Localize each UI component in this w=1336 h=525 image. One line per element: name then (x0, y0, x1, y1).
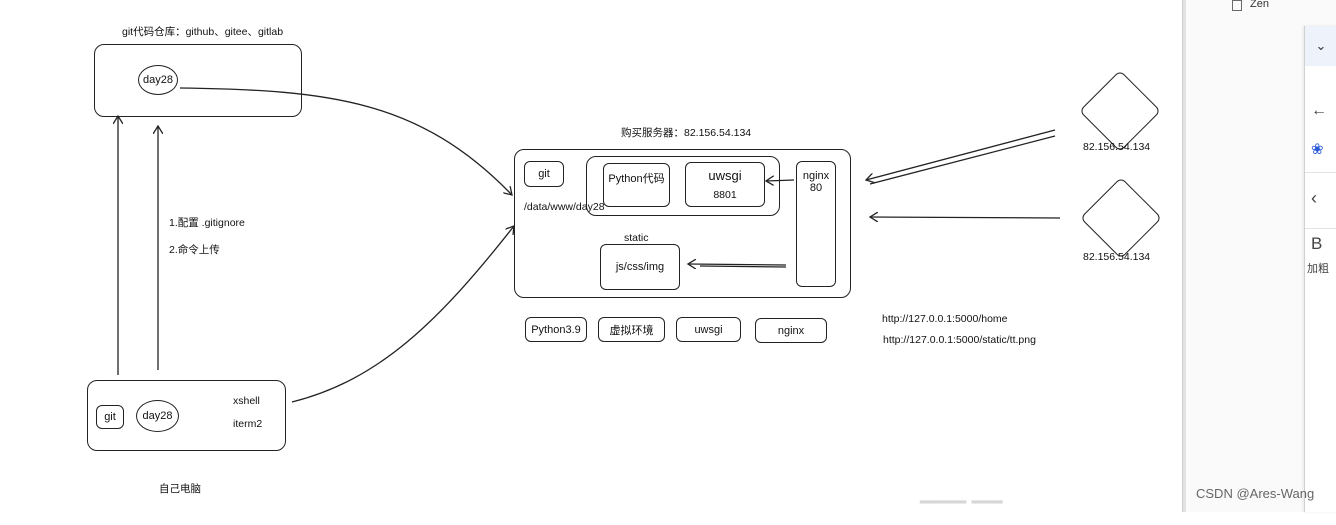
tool-xshell: xshell (233, 395, 260, 407)
url-home: http://127.0.0.1:5000/home (882, 313, 1008, 325)
stack-python[interactable]: Python3.9 (525, 317, 587, 342)
right-sidebar: Zen ⌄ ← ❀ ‹ B 加粗 CSDN @Ares-Wang (1186, 0, 1336, 512)
arrow-client1-to-nginx-2 (869, 135, 1056, 185)
nginx-port: 80 (809, 182, 823, 194)
arrow-nginx-to-uwsgi (766, 180, 795, 181)
panel-toggle[interactable]: ⌄ (1305, 26, 1336, 66)
csdn-watermark: CSDN @Ares-Wang (1196, 486, 1315, 501)
uwsgi-box[interactable]: uwsgi 8801 (685, 162, 765, 207)
server-git[interactable]: git (524, 161, 564, 187)
local-computer-box[interactable] (87, 380, 286, 451)
format-panel: ⌄ ← ❀ ‹ B 加粗 (1304, 26, 1336, 512)
chevron-left-icon[interactable]: ‹ (1311, 188, 1317, 208)
uwsgi-label: uwsgi (708, 168, 742, 183)
chevron-down-icon: ⌄ (1315, 38, 1327, 53)
server-box[interactable] (514, 149, 851, 298)
arrow-nginx-to-static (688, 264, 787, 265)
arrow-nginx-to-static-2 (699, 265, 787, 268)
document-icon (1232, 0, 1242, 11)
back-arrow-icon[interactable]: ← (1311, 102, 1327, 119)
repo-folder-day28[interactable]: day28 (138, 65, 178, 95)
client-ip-1: 82.156.54.134 (1083, 141, 1151, 153)
stack-nginx[interactable]: nginx (755, 318, 827, 343)
stack-virtualenv[interactable]: 虚拟环境 (598, 317, 665, 342)
url-static: http://127.0.0.1:5000/static/tt.png (883, 334, 1036, 346)
arrow-local-to-server (291, 226, 514, 403)
arrow-repo-to-server (179, 87, 512, 195)
repo-box[interactable] (94, 44, 302, 117)
stack-uwsgi[interactable]: uwsgi (676, 317, 741, 342)
bold-label: 加粗 (1307, 263, 1329, 275)
arrow-client1-to-nginx (866, 129, 1056, 180)
nginx-label: nginx (802, 170, 830, 182)
local-folder-day28[interactable]: day28 (136, 400, 179, 432)
uwsgi-port: 8801 (713, 189, 737, 201)
tool-iterm2: iterm2 (233, 418, 263, 430)
step-configure-gitignore: 1.配置 .gitignore (169, 217, 245, 229)
app-group-box[interactable] (586, 156, 780, 216)
step-push-command: 2.命令上传 (169, 244, 220, 256)
bold-icon[interactable]: B (1311, 234, 1323, 253)
server-path: /data/www/day28 (524, 201, 605, 213)
nginx-box[interactable]: nginx 80 (796, 161, 836, 287)
server-title: 购买服务器：82.156.54.134 (621, 127, 752, 139)
python-code-box[interactable]: Python代码 (603, 163, 670, 207)
client-ip-2: 82.156.54.134 (1083, 251, 1151, 263)
static-files-box[interactable]: js/css/img (600, 244, 680, 290)
sidebar-item-zen[interactable]: Zen (1250, 0, 1269, 10)
arrow-client2-to-nginx (870, 217, 1061, 218)
local-git[interactable]: git (96, 405, 124, 429)
static-label: static (624, 232, 649, 244)
activate-windows-watermark: ▔▔▔ ▔▔ (920, 502, 1003, 524)
pane-divider[interactable] (1182, 0, 1187, 512)
repo-title: git代码仓库：github、gitee、gitlab (122, 26, 284, 38)
connectors (0, 87, 1061, 403)
paw-icon[interactable]: ❀ (1311, 141, 1324, 158)
whiteboard-canvas[interactable]: git代码仓库：github、gitee、gitlab day28 1.配置 .… (0, 0, 1182, 524)
local-caption: 自己电脑 (159, 483, 201, 495)
